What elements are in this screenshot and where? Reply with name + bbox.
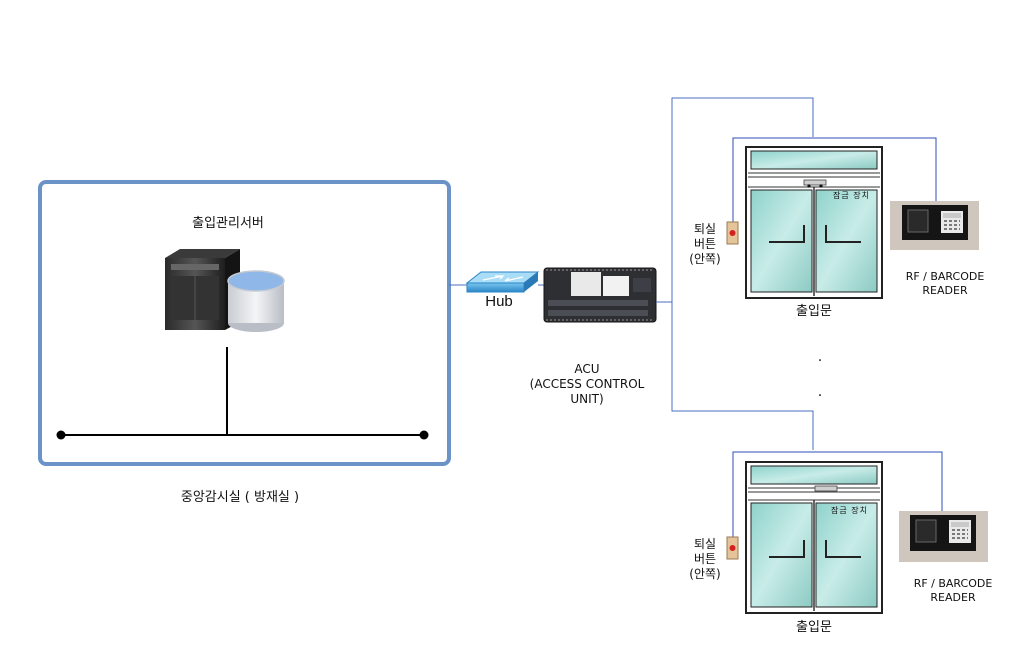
door-2-exit-line3: (안쪽): [689, 567, 721, 581]
door-1-wiring: [732, 137, 937, 222]
bus-endpoint-left: [56, 430, 66, 440]
door-2-frame: [745, 461, 883, 614]
door-1-lock-label: 잠금 장치: [833, 191, 870, 200]
ellipsis-dot-1: ·: [817, 353, 823, 369]
door-1-exit-button-icon: [726, 221, 739, 245]
door-1-reader-line2: READER: [922, 284, 968, 297]
hub-label: Hub: [485, 293, 513, 310]
door-1-exit-line3: (안쪽): [689, 252, 721, 266]
door-1-frame: [745, 146, 883, 299]
server-room-caption: 중앙감시실 ( 방재실 ): [180, 490, 300, 505]
server-icon: [165, 249, 240, 330]
door-1-exit-line1: 퇴실: [693, 222, 717, 236]
acu-board-icon: [543, 267, 657, 323]
database-icon: [227, 270, 285, 332]
bus-endpoint-right: [419, 430, 429, 440]
door-2-label: 출입문: [796, 620, 832, 635]
acu-label: ACU (ACCESS CONTROL UNIT): [525, 362, 649, 407]
door-2-exit-line1: 퇴실: [693, 537, 717, 551]
door-1-reader-icon: [890, 201, 979, 250]
acu-label-line3: UNIT): [570, 392, 604, 406]
ellipsis-dot-2: ·: [817, 388, 823, 404]
trunk-door-2: [671, 302, 814, 450]
door-2-reader-line2: READER: [930, 591, 976, 604]
acu-label-line2: (ACCESS CONTROL: [529, 377, 645, 391]
trunk-door-1: [671, 97, 814, 302]
acu-label-line1: ACU: [574, 362, 600, 376]
server-title: 출입관리서버: [192, 216, 264, 231]
door-2-reader-label: RF / BARCODE READER: [893, 577, 1013, 605]
door-2-lock-label: 잠금 장치: [831, 506, 868, 515]
hub-icon: [465, 271, 540, 293]
door-2-reader-icon: [899, 511, 988, 562]
door-2-wiring: [732, 451, 943, 538]
door-2-exit-button-label: 퇴실 버튼 (안쪽): [680, 537, 730, 582]
door-1-exit-line2: 버튼: [693, 237, 717, 251]
door-1-reader-line1: RF / BARCODE: [905, 270, 985, 283]
door-2-exit-line2: 버튼: [693, 552, 717, 566]
door-1-exit-button-label: 퇴실 버튼 (안쪽): [680, 222, 730, 267]
door-2-exit-button-icon: [726, 536, 739, 560]
door-1-label: 출입문: [796, 304, 832, 319]
door-1-reader-label: RF / BARCODE READER: [885, 270, 1005, 298]
door-2-reader-line1: RF / BARCODE: [913, 577, 993, 590]
